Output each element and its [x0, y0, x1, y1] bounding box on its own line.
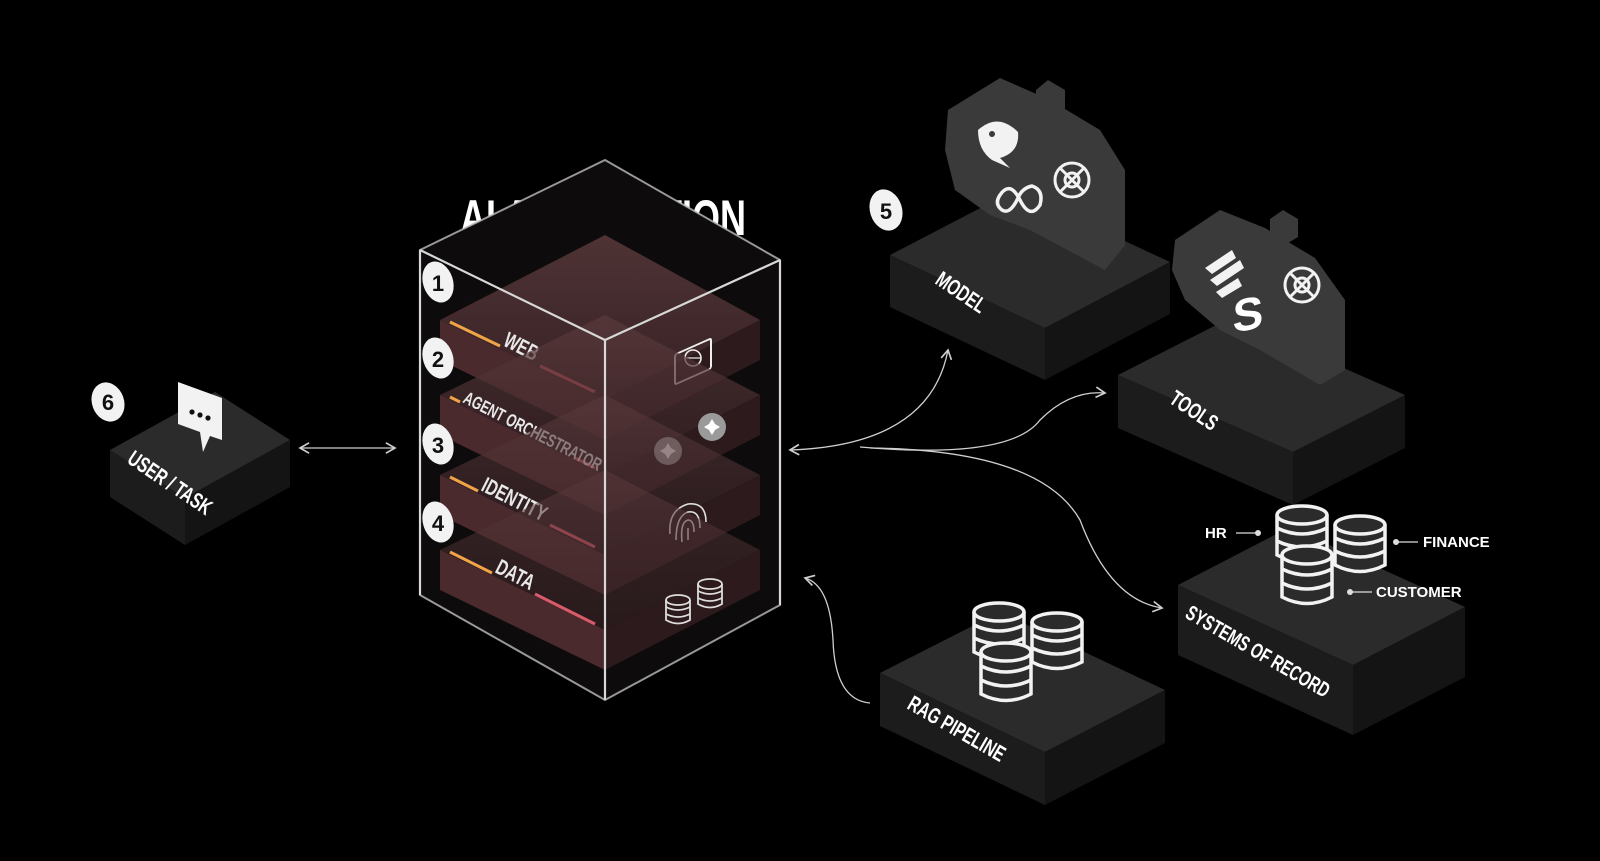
svg-text:FINANCE: FINANCE: [1423, 534, 1490, 551]
meta-infinity-icon: [995, 184, 1043, 214]
svg-text:5: 5: [880, 199, 892, 224]
svg-text:4: 4: [432, 511, 445, 536]
layer-data[interactable]: DATA 4: [417, 470, 760, 670]
rag-pipeline-block[interactable]: RAG PIPELINE: [880, 601, 1165, 805]
database-icon: [665, 578, 723, 625]
s-logo-icon: S: [1233, 286, 1264, 343]
app-model-arrow: [788, 348, 953, 456]
model-block[interactable]: 5 MODEL: [864, 78, 1170, 380]
app-tools-arrow: [859, 386, 1107, 451]
tools-icon-cluster: [1172, 210, 1345, 385]
chat-bubble-icon: [178, 382, 222, 452]
tag-finance: FINANCE: [1393, 534, 1490, 551]
app-systems-arrow: [869, 447, 1164, 613]
model-number-badge: 5: [869, 189, 903, 231]
svg-text:3: 3: [432, 433, 444, 458]
database-stack-icon: [972, 601, 1084, 703]
layer-1-number-badge: 1: [422, 261, 454, 303]
rag-app-arrow: [803, 574, 871, 704]
deepseek-whale-icon: [978, 121, 1019, 168]
layer-3-number-badge: 3: [422, 423, 454, 465]
svg-text:2: 2: [432, 347, 444, 372]
svg-text:CUSTOMER: CUSTOMER: [1376, 584, 1462, 601]
svg-text:HR: HR: [1205, 525, 1227, 542]
svg-text:6: 6: [102, 390, 114, 415]
systems-of-record-block[interactable]: HR FINANCE CUSTOMER SYSTEMS OF RECORD: [1178, 504, 1490, 735]
tag-hr: HR: [1205, 525, 1261, 542]
svg-text:1: 1: [432, 271, 444, 296]
openai-icon: [1283, 266, 1321, 304]
windsurf-icon: [1205, 250, 1244, 298]
openai-icon: [1053, 161, 1091, 199]
layer-4-number-badge: 4: [422, 501, 454, 543]
user-task-number-badge: 6: [91, 382, 125, 422]
ai-application: AI APPLICATION WEB 1: [417, 158, 782, 702]
tag-customer: CUSTOMER: [1347, 584, 1462, 601]
database-cluster-icon: [1275, 504, 1387, 606]
user-task-block[interactable]: 6 USER / TASK: [86, 378, 290, 545]
connectors: [788, 348, 1164, 704]
tools-block[interactable]: S TOOLS: [1118, 210, 1405, 505]
layer-2-number-badge: 2: [422, 337, 454, 379]
